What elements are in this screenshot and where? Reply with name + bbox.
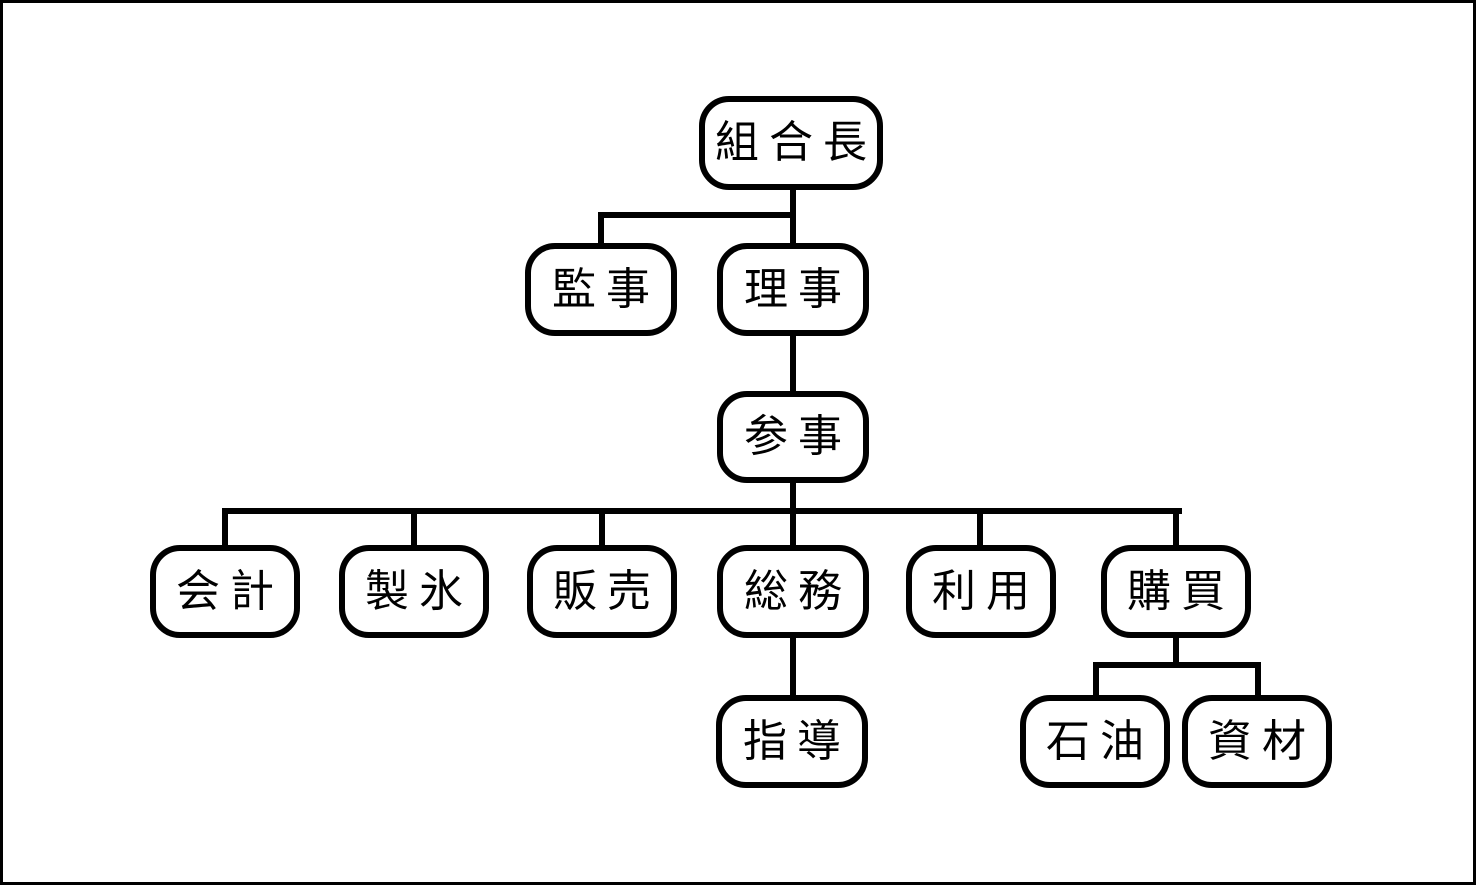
connector-sekiyu-drop [1093,662,1099,699]
org-node-kumiaicho: 組合長 [699,96,883,190]
connector-riyo-drop [977,508,983,548]
org-node-label: 総務 [744,566,852,616]
connector-kobai-drop [1173,508,1179,548]
org-node-somu: 総務 [717,545,869,638]
org-node-hanbai: 販売 [527,545,677,638]
connector-kanji-branch [598,212,796,218]
connector-shizai-drop [1255,662,1261,699]
org-node-sanji: 参事 [717,391,869,483]
org-node-label: 会計 [176,566,284,616]
connector-level4-bus [222,508,1182,514]
org-node-label: 指導 [743,716,851,766]
org-node-label: 石油 [1046,716,1154,766]
connector-kanji-drop [598,212,604,248]
org-node-sekiyu: 石油 [1020,695,1170,788]
org-node-label: 理事 [744,264,852,314]
org-node-riyo: 利用 [906,545,1056,638]
org-node-label: 販売 [553,566,661,616]
connector-seihyo-drop [411,508,417,548]
connector-hanbai-drop [599,508,605,548]
org-node-kobai: 購買 [1101,545,1251,638]
connector-sanji-down [790,481,796,549]
org-node-label: 利用 [932,566,1040,616]
connector-somu-shido [790,634,796,698]
org-node-label: 組合長 [715,118,877,167]
org-node-shizai: 資材 [1182,695,1332,788]
connector-level5-bus [1093,662,1261,668]
connector-kobai-down [1173,634,1179,668]
org-node-shido: 指導 [716,695,868,788]
connector-kumiaicho-down [790,188,796,248]
connector-kaikei-drop [222,508,228,548]
org-node-label: 資材 [1208,716,1316,766]
org-node-seihyo: 製氷 [339,545,489,638]
org-node-label: 購買 [1127,566,1235,616]
org-node-kaikei: 会計 [150,545,300,638]
org-node-label: 参事 [744,412,852,461]
org-node-label: 製氷 [365,566,473,616]
org-node-riji: 理事 [717,243,869,336]
org-node-label: 監事 [552,264,660,314]
connector-riji-sanji [790,333,796,395]
org-node-kanji: 監事 [525,243,677,336]
